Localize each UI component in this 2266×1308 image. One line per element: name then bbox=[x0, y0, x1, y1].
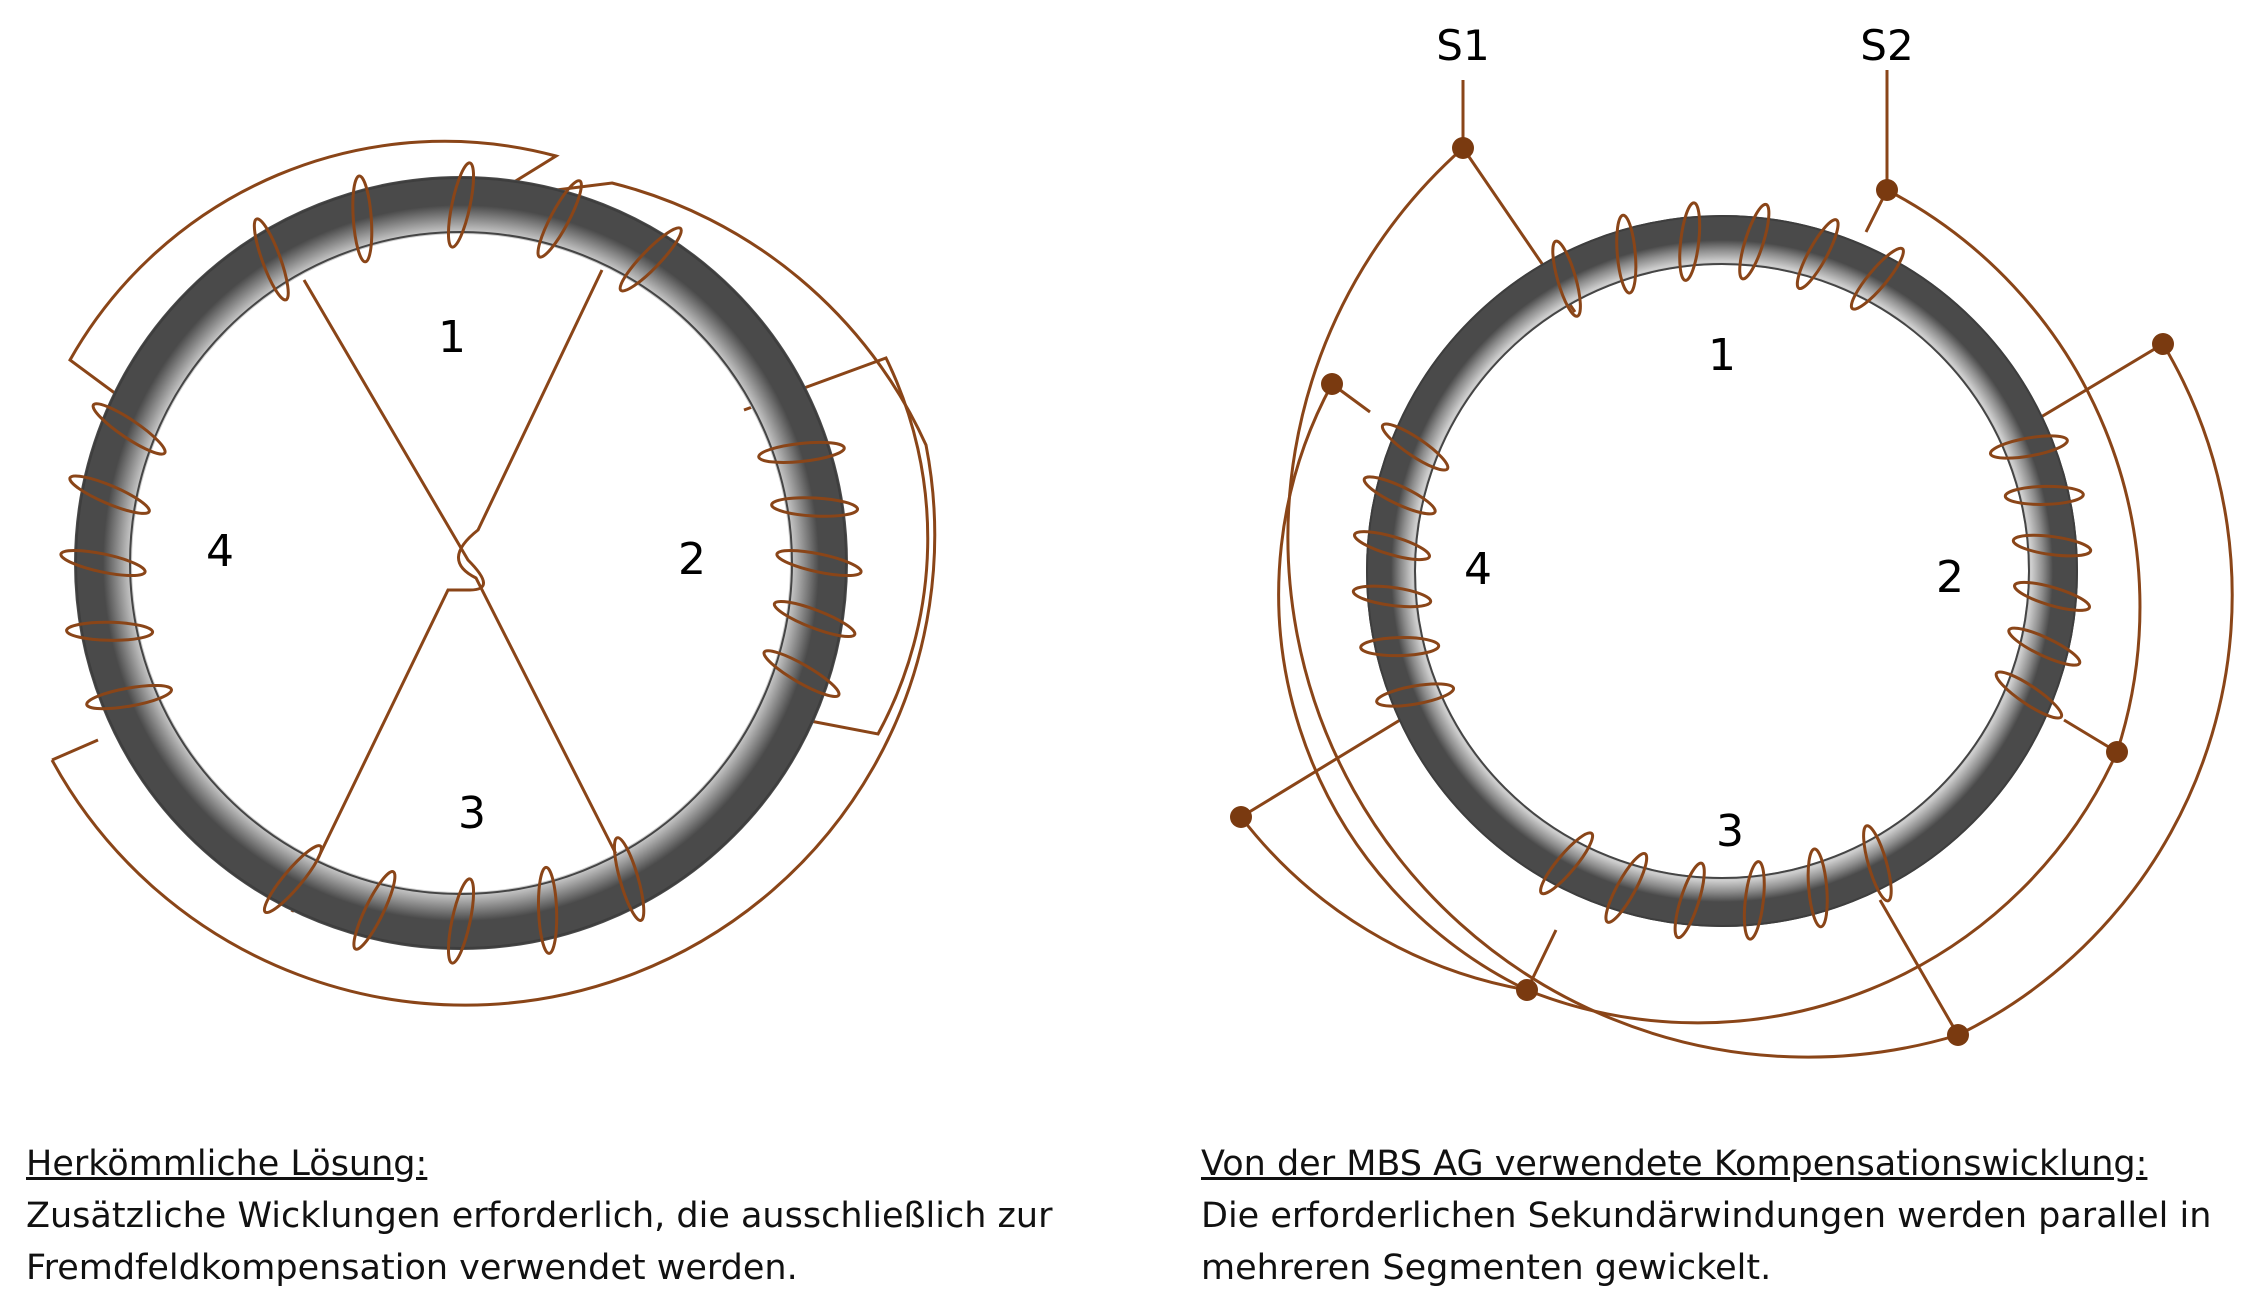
winding-turn bbox=[1351, 584, 1433, 609]
left-caption-title: Herkömmliche Lösung: bbox=[26, 1144, 428, 1184]
winding-turn bbox=[1375, 682, 1456, 708]
winding-turn bbox=[59, 548, 147, 578]
winding-turn bbox=[65, 620, 155, 642]
left-loop-outer-arc bbox=[50, 181, 937, 1007]
winding-turn bbox=[352, 870, 397, 951]
winding-turn bbox=[1362, 475, 1437, 516]
right-arc-3 bbox=[1957, 343, 2234, 1037]
winding-turn bbox=[772, 599, 857, 639]
winding-turn bbox=[68, 474, 151, 515]
left-segment-3-label: 3 bbox=[458, 788, 486, 839]
right-toroid-core bbox=[1366, 215, 2078, 927]
winding-turn bbox=[351, 174, 374, 264]
winding-turn bbox=[2007, 626, 2082, 667]
winding-turn bbox=[1806, 847, 1829, 929]
left-caption: Herkömmliche Lösung: Zusätzliche Wicklun… bbox=[26, 1138, 1126, 1294]
right-arc-5 bbox=[1239, 816, 1528, 992]
right-segment-4-label: 4 bbox=[1464, 544, 1492, 595]
node-bottom-left bbox=[1516, 979, 1538, 1001]
left-segment-2-label: 2 bbox=[678, 534, 706, 585]
right-winding-coils bbox=[1351, 201, 2093, 941]
winding-turn bbox=[1615, 213, 1638, 295]
right-segment-2-label: 2 bbox=[1936, 552, 1964, 603]
left-loop-outer bbox=[51, 738, 99, 762]
node-left-bottom bbox=[1230, 806, 1252, 828]
node-right-top bbox=[2152, 333, 2174, 355]
winding-turn bbox=[1678, 201, 1702, 282]
right-diagram: S1 S2 1 2 3 4 bbox=[1230, 21, 2234, 1059]
winding-turn bbox=[612, 836, 646, 923]
left-cross-wires bbox=[290, 269, 620, 913]
left-diagram: 1 2 3 4 bbox=[50, 139, 937, 1007]
winding-turn bbox=[1353, 530, 1431, 562]
right-arc-s1-outer bbox=[1286, 146, 1959, 1059]
right-caption: Von der MBS AG verwendete Kompensationsw… bbox=[1201, 1138, 2261, 1294]
winding-turn bbox=[1795, 218, 1840, 291]
winding-turn bbox=[252, 217, 290, 302]
winding-turn bbox=[618, 226, 683, 293]
winding-turn bbox=[85, 684, 173, 711]
node-left-top bbox=[1321, 373, 1343, 395]
winding-turn bbox=[446, 877, 476, 965]
left-toroid-core bbox=[74, 176, 848, 950]
winding-turn bbox=[1738, 202, 1771, 281]
winding-turn bbox=[536, 179, 583, 259]
node-bottom-right bbox=[1947, 1024, 1969, 1046]
winding-turn bbox=[757, 440, 846, 464]
right-caption-line-2: mehreren Segmenten gewickelt. bbox=[1201, 1248, 1772, 1288]
node-right-bottom bbox=[2106, 741, 2128, 763]
winding-turn bbox=[2003, 484, 2085, 506]
winding-turn bbox=[1380, 422, 1450, 472]
winding-turn bbox=[770, 496, 860, 518]
left-segment-1-label: 1 bbox=[438, 312, 466, 363]
node-s1 bbox=[1452, 137, 1474, 159]
winding-turn bbox=[1551, 239, 1582, 318]
right-arc-s2-outer bbox=[1886, 188, 2142, 753]
winding-turn bbox=[1673, 861, 1706, 940]
left-loop-4 bbox=[68, 139, 560, 396]
left-caption-line-2: Fremdfeldkompensation verwendet werden. bbox=[26, 1248, 798, 1288]
winding-turn bbox=[446, 161, 476, 249]
winding-turn bbox=[762, 649, 841, 698]
terminal-s2-label: S2 bbox=[1860, 21, 1913, 70]
terminal-s1-label: S1 bbox=[1436, 21, 1489, 70]
right-segment-1-label: 1 bbox=[1708, 330, 1736, 381]
winding-turn bbox=[1742, 860, 1766, 941]
left-winding-coils bbox=[59, 161, 863, 965]
winding-turn bbox=[1539, 831, 1595, 896]
winding-turn bbox=[1359, 636, 1441, 658]
winding-turn bbox=[1862, 824, 1893, 903]
right-segment-3-label: 3 bbox=[1716, 806, 1744, 857]
winding-turn bbox=[1604, 851, 1649, 924]
winding-turn bbox=[262, 844, 323, 915]
right-taps bbox=[1240, 342, 2164, 1036]
winding-turn bbox=[536, 865, 559, 955]
winding-turn bbox=[91, 402, 167, 456]
winding-turn bbox=[1994, 670, 2064, 720]
left-segment-4-label: 4 bbox=[206, 526, 234, 577]
winding-turn bbox=[1849, 246, 1905, 311]
winding-turn bbox=[1988, 434, 2069, 460]
winding-turn bbox=[775, 548, 863, 578]
winding-turn bbox=[2011, 533, 2093, 558]
node-s2 bbox=[1876, 179, 1898, 201]
right-caption-line-1: Die erforderlichen Sekundärwindungen wer… bbox=[1201, 1196, 2212, 1236]
right-caption-title: Von der MBS AG verwendete Kompensationsw… bbox=[1201, 1144, 2148, 1184]
winding-turn bbox=[2013, 580, 2091, 612]
s2-lead bbox=[1864, 70, 1889, 233]
left-caption-line-1: Zusätzliche Wicklungen erforderlich, die… bbox=[26, 1196, 1053, 1236]
